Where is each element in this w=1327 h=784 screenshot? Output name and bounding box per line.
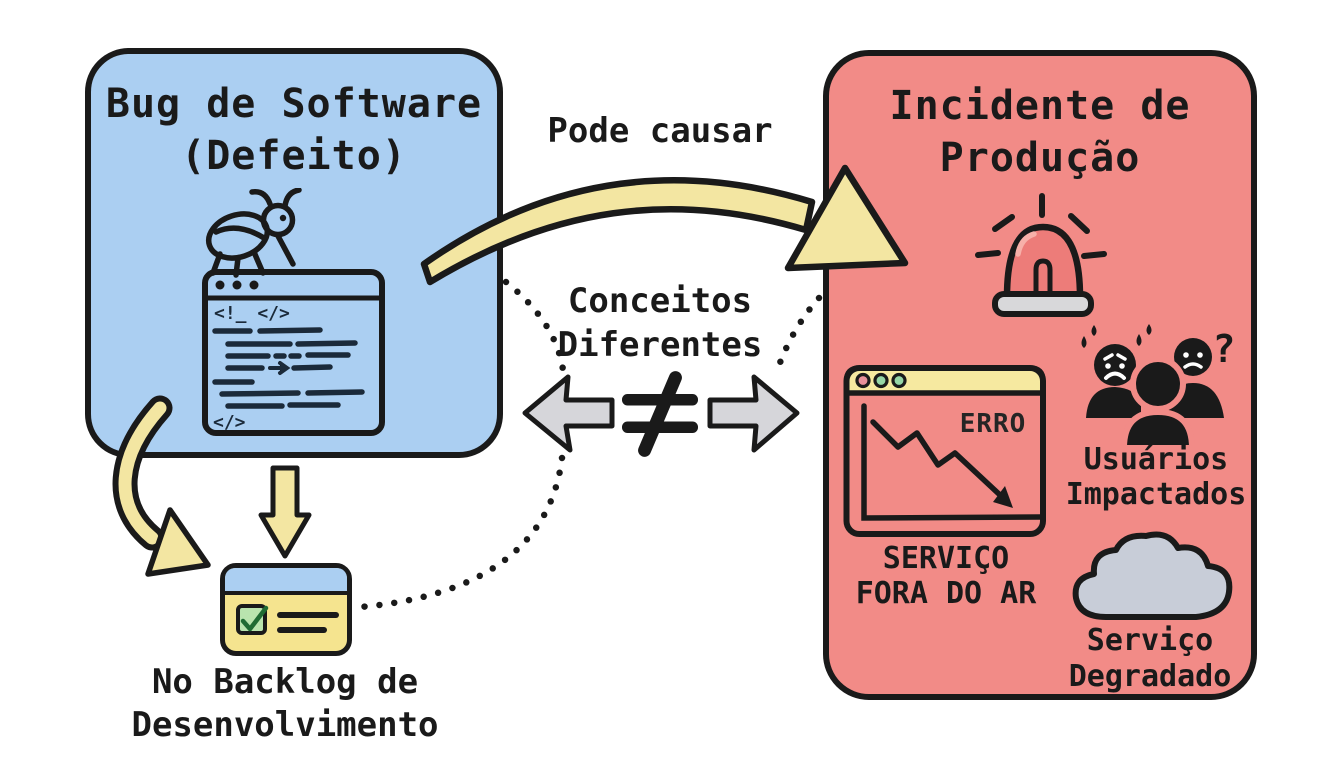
degraded-cloud-icon: [1072, 531, 1233, 620]
siren-base: [992, 291, 1094, 317]
code-header-tag: <!_ </>: [214, 303, 290, 324]
card-header: [225, 568, 347, 595]
window-dot-green: [873, 372, 889, 389]
service-down-label: SERVIÇO FORA DO AR: [855, 541, 1037, 612]
bug-code-window-icon: <!_ </> </>: [202, 188, 385, 436]
sweat-drops: [1081, 324, 1152, 348]
siren-highlight: [1015, 231, 1037, 257]
different-concepts-label: Conceitos Diferentes: [557, 281, 763, 366]
impacted-users-label: Usuários Impactados: [1065, 442, 1247, 512]
card-text-line: [277, 627, 327, 633]
dotted-curve-to-card: [356, 454, 566, 611]
curved-arrowhead: [145, 507, 211, 577]
incident-box-title: Incidente de Produção: [889, 83, 1191, 181]
user-center-front: [1120, 356, 1196, 448]
check-mark: [240, 605, 269, 632]
code-lines: [212, 327, 365, 409]
causation-label: Pode causar: [547, 111, 773, 151]
window-dot-green-2: [891, 372, 907, 389]
error-chart-window-icon: ERRO: [843, 365, 1046, 537]
trend-arrowhead: [993, 486, 1013, 508]
window-dot-red: [855, 372, 871, 389]
code-footer-tag: </>: [213, 412, 246, 433]
degraded-service-label: Serviço Degradado: [1068, 623, 1232, 694]
siren-slit: [1033, 258, 1053, 297]
chart-axes: [861, 403, 1043, 521]
code-window: <!_ </> </>: [202, 269, 385, 436]
down-arrow: [258, 465, 312, 559]
window-frame: [843, 365, 1046, 537]
error-label: ERRO: [960, 409, 1027, 439]
left-gray-arrow: [522, 374, 615, 453]
right-gray-arrow: [707, 374, 800, 453]
declining-trend-line: [870, 419, 1003, 498]
impacted-users-icon: ?: [1081, 324, 1236, 448]
not-equal-group: [522, 371, 800, 457]
card-text-line: [277, 612, 339, 618]
not-equal-symbol: [622, 371, 698, 457]
dotted-curve-right: [774, 294, 823, 372]
bug-icon: [205, 188, 302, 278]
checkbox-icon: [236, 604, 269, 635]
backlog-ticket-card: [220, 563, 352, 656]
not-equal-symbol-text: ≠: [0, 0, 1, 1]
alarm-siren-icon: [975, 193, 1107, 317]
question-mark: ?: [1213, 327, 1236, 371]
user-left-worried: [1086, 344, 1141, 418]
siren-rays: [975, 193, 1107, 259]
backlog-label: No Backlog de Desenvolvimento: [131, 662, 439, 745]
bug-box-title: Bug de Software (Defeito): [105, 81, 483, 179]
